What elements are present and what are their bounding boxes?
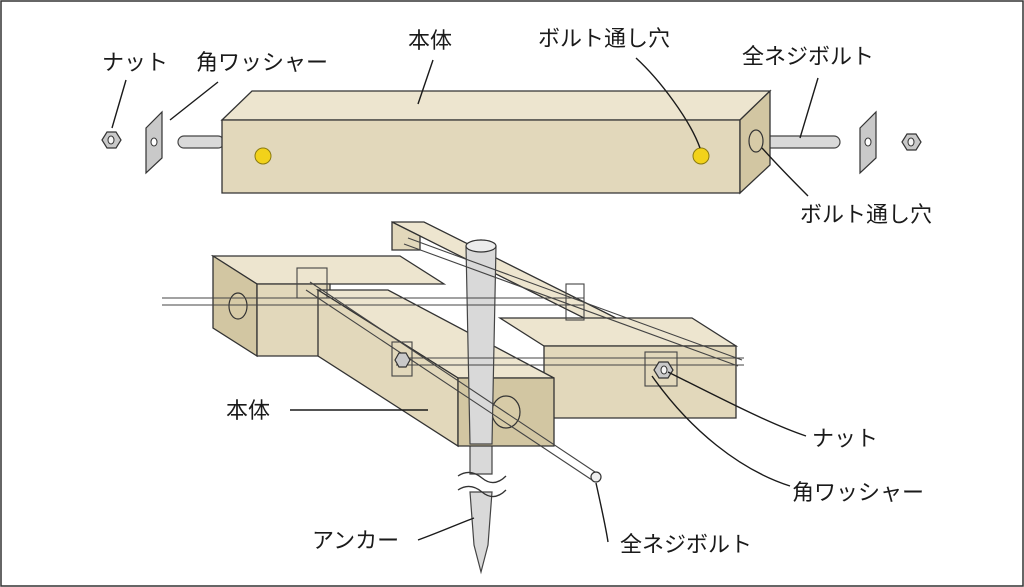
bolt-back-upper	[407, 237, 743, 361]
nut-left-hole	[107, 135, 115, 145]
top-body-end-hole	[748, 129, 764, 153]
nut-right-hole	[907, 137, 915, 147]
washer-bottom-4	[644, 351, 678, 387]
leader-bolt-bottom	[595, 482, 609, 543]
washer-left-hole	[150, 137, 158, 147]
anchor-top-cap	[465, 239, 497, 253]
label-washer-top: 角ワッシャー	[196, 51, 328, 76]
leader-washer-top	[169, 81, 219, 121]
anchor-lower	[469, 491, 493, 575]
label-washer-bottom: 角ワッシャー	[792, 481, 924, 506]
exploded-view	[101, 89, 922, 195]
bolt-back-lower	[403, 243, 739, 367]
washer-right-hole	[864, 137, 872, 147]
top-body-top-face	[220, 90, 772, 121]
leader-washer-bottom	[651, 375, 791, 487]
leader-nut-top	[111, 79, 127, 129]
label-full-thread-bolt-bottom: 全ネジボルト	[620, 533, 752, 558]
right-block-front	[543, 345, 737, 419]
bolt-diagonal-lower	[305, 289, 593, 481]
label-bolt-hole-end: ボルト通し穴	[800, 203, 932, 228]
nut-bottom-3	[394, 352, 411, 368]
leader-anchor	[417, 517, 475, 541]
label-body-bottom: 本体	[226, 399, 270, 424]
label-full-thread-bolt-top: 全ネジボルト	[742, 45, 874, 70]
label-nut-bottom: ナット	[812, 427, 878, 452]
left-block-hole	[228, 292, 248, 320]
nut-bottom-4-hole	[660, 365, 668, 375]
washer-bottom-2	[565, 283, 585, 321]
anchor-break-mark-2	[457, 485, 507, 498]
leader-bolt-top	[799, 77, 819, 139]
assembled-view	[162, 220, 744, 575]
label-nut-top: ナット	[102, 51, 168, 76]
leader-bolt-hole-top	[635, 57, 701, 149]
leader-bolt-hole-end	[761, 147, 809, 197]
label-body-top: 本体	[408, 29, 452, 54]
bolt-hole-marker-right	[692, 147, 710, 165]
label-bolt-hole-top: ボルト通し穴	[538, 27, 670, 52]
bolt-hole-marker-left	[254, 147, 272, 165]
bolt-left-end	[177, 135, 225, 149]
leader-body-top	[417, 59, 434, 105]
bolt-diagonal-upper	[309, 281, 599, 475]
bolt-diagonal-tip	[590, 471, 602, 483]
washer-bottom-1	[296, 267, 328, 299]
leader-nut-bottom	[667, 371, 807, 437]
anchor-break-mark-1	[457, 471, 507, 484]
washer-bottom-3	[391, 341, 413, 377]
top-body-front-face	[221, 119, 741, 194]
label-anchor: アンカー	[312, 529, 399, 554]
